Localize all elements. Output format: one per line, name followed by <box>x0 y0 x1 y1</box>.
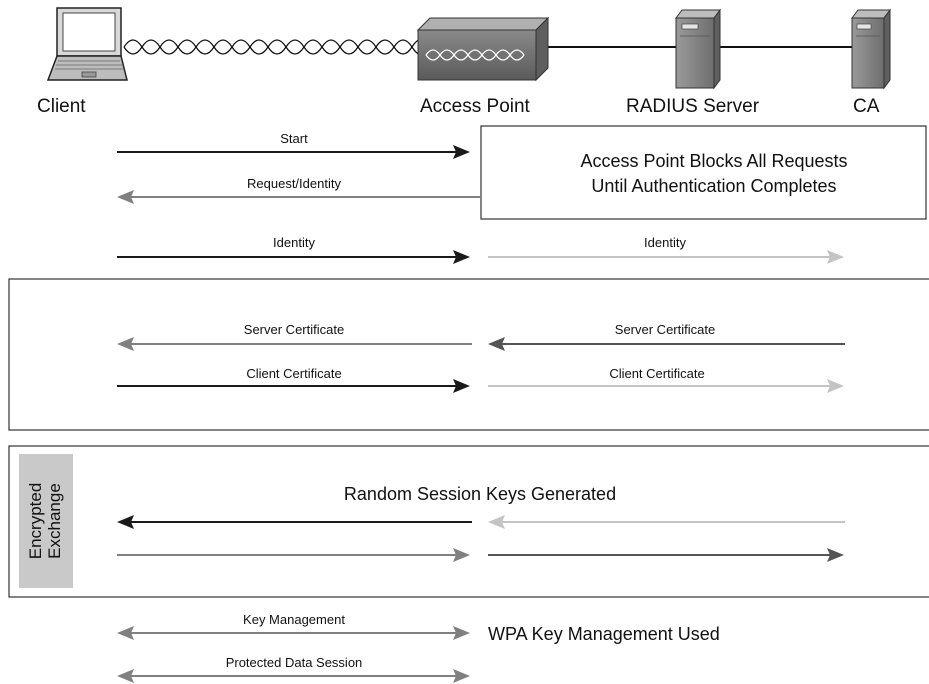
client-label: Client <box>37 96 86 117</box>
server-cert-left-arrow <box>117 337 472 351</box>
ca-server-icon <box>851 8 891 90</box>
ca-label: CA <box>853 96 880 117</box>
wpa-note: WPA Key Management Used <box>488 624 720 644</box>
identity-right-arrow <box>488 250 844 264</box>
client-cert-right-label: Client Certificate <box>609 366 704 381</box>
client-cert-left-label: Client Certificate <box>246 366 341 381</box>
blocking-note-line2: Until Authentication Completes <box>591 176 836 196</box>
server-cert-left-label: Server Certificate <box>244 322 344 337</box>
key-management-label: Key Management <box>243 612 345 627</box>
encrypted-exchange-side-label: Encrypted Exchange <box>26 483 64 560</box>
client-cert-left-arrow <box>117 379 470 393</box>
wireless-link <box>123 39 425 55</box>
key-left-arrow-top <box>117 515 472 529</box>
radius-server-label: RADIUS Server <box>626 96 760 117</box>
start-message-label: Start <box>280 131 308 146</box>
blocking-note-box <box>480 125 927 220</box>
server-cert-right-label: Server Certificate <box>615 322 715 337</box>
side-label-line2: Exchange <box>45 483 64 559</box>
start-arrow <box>117 145 470 159</box>
request-identity-arrow <box>117 190 480 204</box>
encrypted-exchange-box <box>8 445 929 598</box>
blocking-note-line1: Access Point Blocks All Requests <box>580 151 847 171</box>
identity-right-label: Identity <box>644 235 686 250</box>
encrypted-exchange-side-box <box>19 454 73 588</box>
key-left-arrow-bottom <box>117 548 470 562</box>
identity-left-label: Identity <box>273 235 315 250</box>
side-label-line1: Encrypted <box>26 483 45 560</box>
access-point-icon <box>416 16 550 82</box>
access-point-label: Access Point <box>420 96 531 117</box>
identity-left-arrow <box>117 250 470 264</box>
key-right-arrow-bottom <box>488 548 844 562</box>
certificate-exchange-box <box>8 278 929 431</box>
key-right-arrow-top <box>488 515 845 529</box>
protected-data-session-label: Protected Data Session <box>226 655 363 670</box>
client-cert-right-arrow <box>488 379 844 393</box>
radius-server-icon <box>675 8 721 90</box>
request-identity-label: Request/Identity <box>247 176 341 191</box>
key-management-arrow <box>117 626 470 640</box>
random-keys-note: Random Session Keys Generated <box>344 484 616 504</box>
server-cert-right-arrow <box>488 337 845 351</box>
protected-data-session-arrow <box>117 669 470 683</box>
laptop-icon <box>46 7 128 81</box>
